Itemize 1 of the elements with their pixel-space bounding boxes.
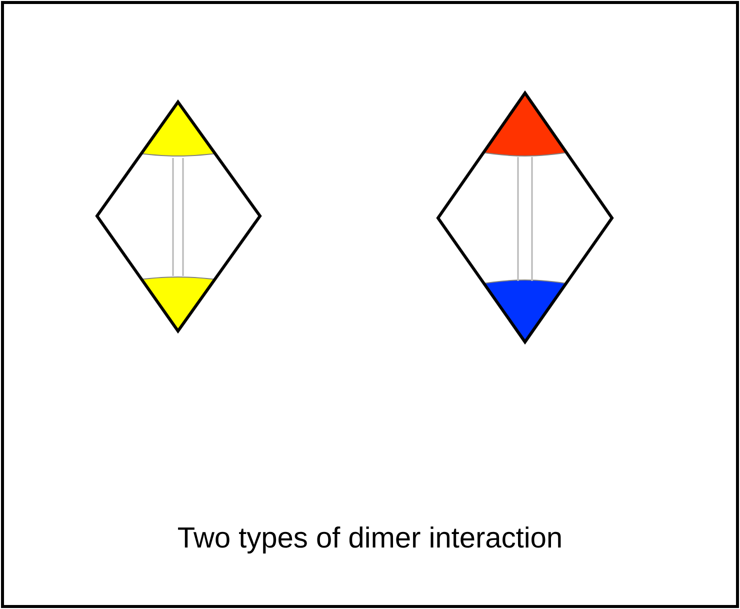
caption: Two types of dimer interaction: [178, 526, 561, 554]
